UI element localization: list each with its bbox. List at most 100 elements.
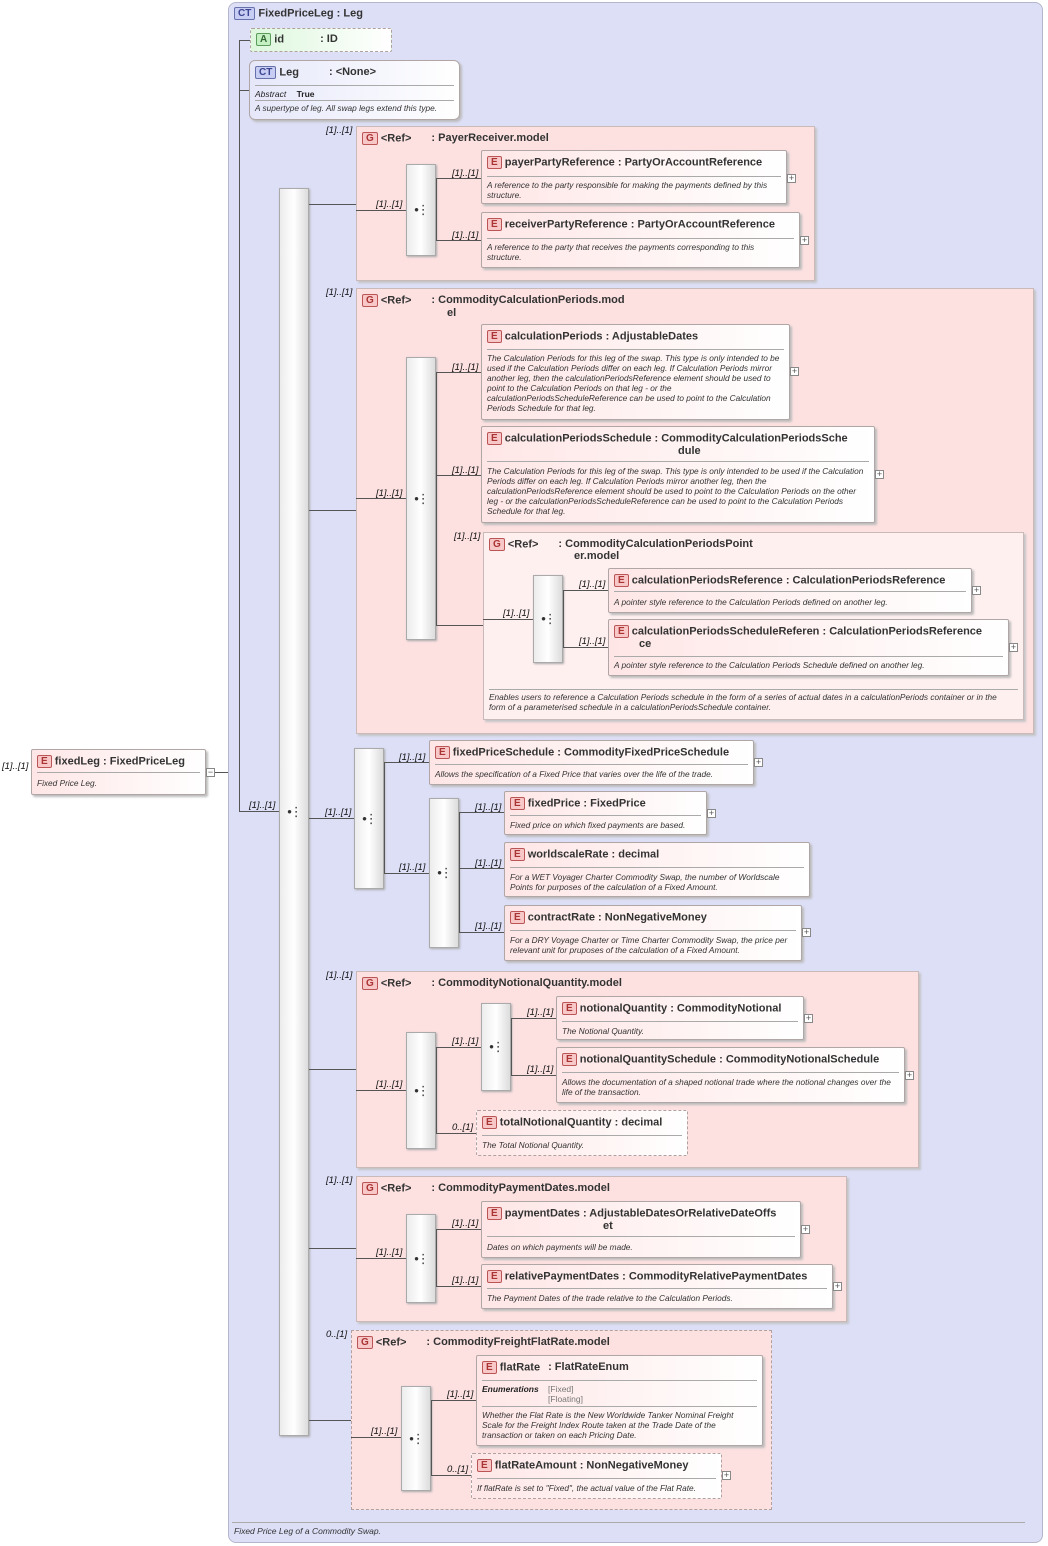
leg-name: Leg — [279, 66, 299, 79]
element-icon: E — [487, 1207, 502, 1220]
element-cardinality: [1]..[1] — [399, 752, 426, 763]
complex-type-doc: Fixed Price Leg of a Commodity Swap. — [234, 1526, 381, 1536]
element-icon: E — [614, 625, 629, 638]
group-name-cont: er.model — [574, 550, 620, 562]
element-type: : FixedPrice — [583, 797, 646, 810]
element-type: : AdjustableDates — [605, 330, 699, 343]
sequence-icon: •⋮ — [287, 804, 303, 819]
element-name: calculationPeriodsReference — [631, 574, 783, 587]
element-totalNotionalQuantity[interactable]: E totalNotionalQuantity : decimal The To… — [476, 1110, 688, 1156]
element-cardinality: [1]..[1] — [475, 802, 502, 813]
expand-icon[interactable]: + — [722, 1470, 731, 1480]
expand-icon[interactable]: + — [800, 235, 809, 245]
element-receiverPartyReference[interactable]: E receiverPartyReference : PartyOrAccoun… — [481, 212, 800, 268]
element-type: : CalculationPeriodsReference — [785, 574, 946, 587]
element-notionalQuantitySchedule[interactable]: E notionalQuantitySchedule : CommodityNo… — [556, 1047, 905, 1103]
element-fixedPrice[interactable]: E fixedPrice : FixedPrice Fixed price on… — [504, 791, 707, 835]
expand-icon[interactable]: + — [833, 1281, 842, 1291]
enumerations-label: Enumerations — [482, 1384, 539, 1394]
element-cardinality: [1]..[1] — [527, 1064, 554, 1075]
element-icon: E — [482, 1361, 497, 1374]
expand-icon[interactable]: + — [707, 808, 716, 818]
sequence-fixed-price[interactable]: •⋮ — [429, 798, 459, 948]
sequence-g6[interactable]: •⋮ — [401, 1386, 431, 1491]
attribute-icon: A — [256, 33, 272, 46]
expand-icon[interactable]: + — [754, 757, 763, 767]
element-doc: For a WET Voyager Charter Commodity Swap… — [510, 872, 780, 892]
expand-icon[interactable]: + — [905, 1070, 914, 1080]
expand-icon[interactable]: + — [972, 585, 981, 595]
expand-icon[interactable]: + — [801, 1224, 810, 1234]
sequence-icon: •⋮ — [409, 1430, 425, 1446]
sequence-g3[interactable]: •⋮ — [533, 575, 563, 663]
element-relativePaymentDates[interactable]: E relativePaymentDates : CommodityRelati… — [481, 1264, 833, 1309]
element-flatRateAmount[interactable]: E flatRateAmount : NonNegativeMoney If f… — [471, 1453, 722, 1499]
choice-notional[interactable]: •⋮ — [481, 1003, 511, 1091]
group-icon: G — [362, 132, 378, 145]
element-cardinality: [1]..[1] — [447, 1389, 474, 1400]
element-type: : CommodityFixedPriceSchedule — [557, 746, 730, 759]
element-calculationPeriodsSchedule[interactable]: E calculationPeriodsSchedule : Commodity… — [481, 426, 875, 523]
element-name: calculationPeriods — [504, 330, 603, 343]
sequence-cardinality: [1]..[1] — [376, 488, 403, 499]
group-ref: <Ref> — [380, 294, 412, 307]
complex-type-header: CT FixedPriceLeg : Leg — [234, 7, 363, 20]
sequence-g2[interactable]: •⋮ — [406, 357, 436, 640]
element-doc: A reference to the party that receives t… — [487, 242, 755, 262]
element-name: worldscaleRate — [527, 848, 609, 861]
element-flatRate[interactable]: E flatRate: FlatRateEnum Enumerations [F… — [476, 1355, 763, 1446]
attribute-id[interactable]: A id: ID — [250, 28, 392, 52]
expand-icon[interactable]: + — [1009, 642, 1018, 652]
root-element-fixedLeg[interactable]: E fixedLeg : FixedPriceLeg Fixed Price L… — [31, 749, 206, 795]
element-contractRate[interactable]: E contractRate : NonNegativeMoney For a … — [504, 905, 802, 961]
element-type: : CommodityNotional — [670, 1002, 782, 1015]
element-icon: E — [487, 218, 502, 231]
sequence-icon: •⋮ — [414, 202, 430, 217]
element-type-cont: dule — [678, 445, 701, 457]
main-sequence[interactable]: •⋮ — [279, 188, 309, 1436]
expand-icon[interactable]: + — [802, 927, 811, 937]
element-cardinality: 0..[1] — [447, 1464, 469, 1475]
element-calculationPeriodsScheduleReference[interactable]: E calculationPeriodsScheduleReferen : Ca… — [608, 619, 1009, 676]
enum-value: [Floating] — [548, 1394, 583, 1404]
abstract-type-leg[interactable]: CT Leg: <None> Abstract True A supertype… — [249, 60, 460, 120]
element-paymentDates[interactable]: E paymentDates : AdjustableDatesOrRelati… — [481, 1201, 801, 1258]
collapse-icon[interactable]: − — [206, 767, 215, 777]
choice-icon: •⋮ — [362, 810, 378, 826]
expand-icon[interactable]: + — [790, 366, 799, 376]
element-name: flatRateAmount — [494, 1459, 577, 1472]
group-icon: G — [362, 1182, 378, 1195]
element-doc: The Notional Quantity. — [562, 1026, 644, 1036]
sequence-cardinality: [1]..[1] — [503, 608, 530, 619]
sequence-g1[interactable]: •⋮ — [406, 164, 436, 256]
element-name: fixedPrice — [527, 797, 581, 810]
element-worldscaleRate[interactable]: E worldscaleRate : decimal For a WET Voy… — [504, 842, 810, 897]
element-icon: E — [477, 1459, 492, 1472]
choice-fixed-price[interactable]: •⋮ — [354, 748, 384, 889]
element-fixedPriceSchedule[interactable]: E fixedPriceSchedule : CommodityFixedPri… — [429, 740, 754, 785]
element-calculationPeriods[interactable]: E calculationPeriods : AdjustableDates T… — [481, 324, 790, 420]
sequence-g4[interactable]: •⋮ — [406, 1032, 436, 1149]
sequence-g5[interactable]: •⋮ — [406, 1214, 436, 1303]
element-name: totalNotionalQuantity — [499, 1116, 612, 1129]
group-ref: <Ref> — [380, 132, 412, 145]
element-notionalQuantity[interactable]: E notionalQuantity : CommodityNotional T… — [556, 996, 804, 1040]
expand-icon[interactable]: + — [787, 173, 796, 183]
element-type: : PartyOrAccountReference — [630, 218, 775, 231]
element-icon: E — [482, 1116, 497, 1129]
element-type: : NonNegativeMoney — [579, 1459, 689, 1472]
sequence-icon: •⋮ — [414, 1082, 430, 1098]
expand-icon[interactable]: + — [875, 469, 884, 479]
element-type: : FlatRateEnum — [548, 1361, 629, 1374]
expand-icon[interactable]: + — [804, 1013, 813, 1023]
element-cardinality: [1]..[1] — [475, 858, 502, 869]
element-calculationPeriodsReference[interactable]: E calculationPeriodsReference : Calculat… — [608, 568, 972, 613]
group-doc: Enables users to reference a Calculation… — [489, 692, 997, 712]
element-icon: E — [487, 330, 502, 343]
element-doc: The Payment Dates of the trade relative … — [487, 1293, 733, 1303]
element-cardinality: [1]..[1] — [452, 465, 479, 476]
leg-type: : <None> — [328, 66, 377, 79]
element-payerPartyReference[interactable]: E payerPartyReference : PartyOrAccountRe… — [481, 150, 787, 204]
group-cardinality: [1]..[1] — [326, 1175, 353, 1186]
element-doc: The Calculation Periods for this leg of … — [487, 466, 864, 516]
